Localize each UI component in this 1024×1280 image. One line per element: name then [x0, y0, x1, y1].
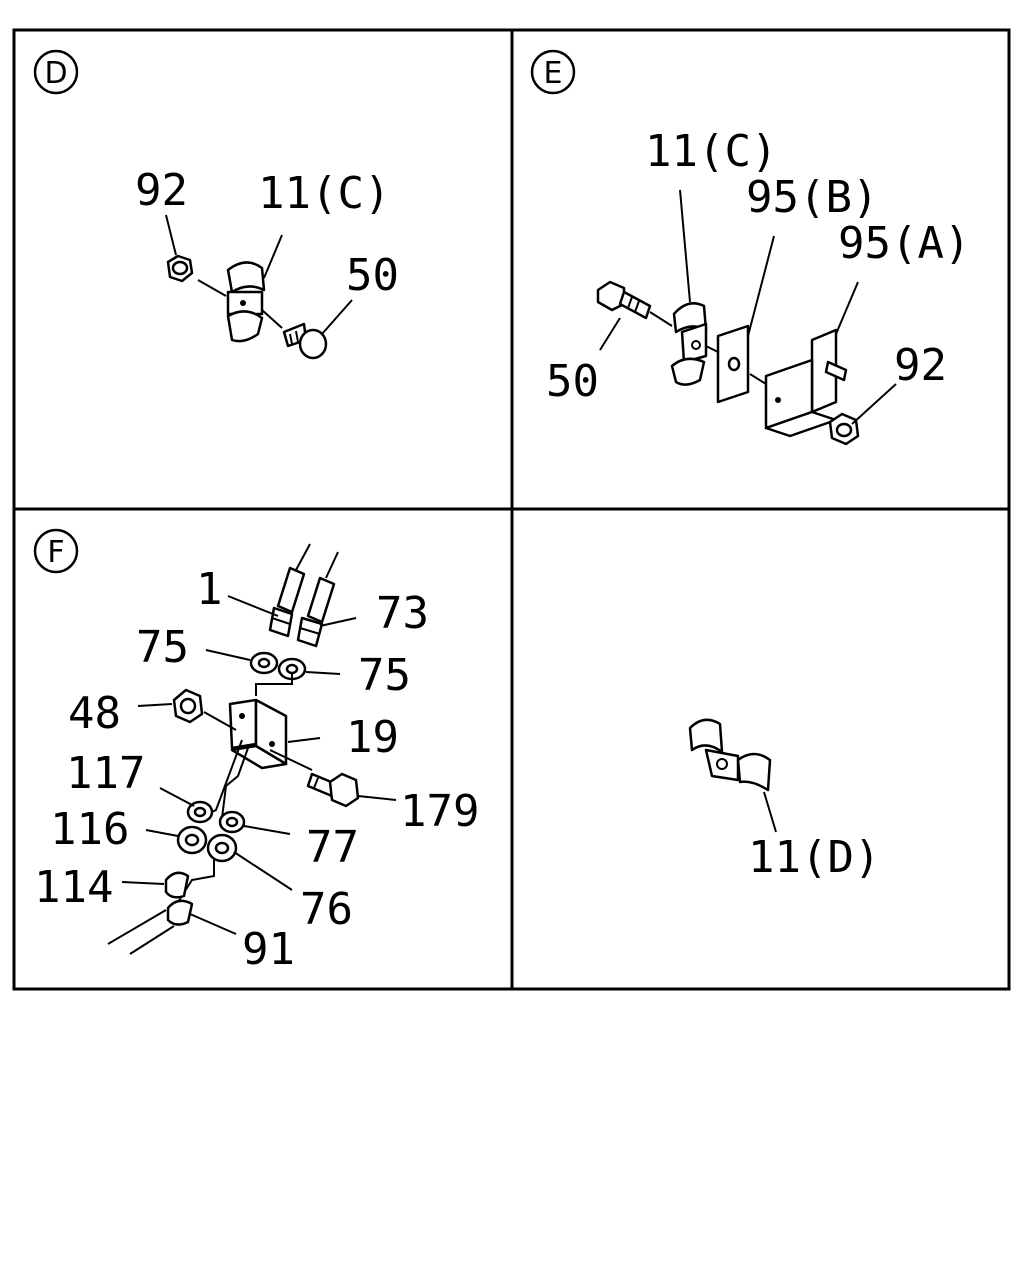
label-76: 76: [300, 884, 353, 935]
label-92: 92: [135, 165, 188, 216]
panel-e-badge-circle: [530, 49, 576, 95]
nut-116-part: [176, 825, 208, 855]
label-11c-e: 11(C): [645, 126, 777, 177]
label-11d: 11(D): [748, 832, 880, 883]
nut-92e-part: [828, 412, 860, 446]
panel-f-badge: F: [47, 535, 64, 570]
label-1: 1: [196, 564, 223, 615]
bracket-19-part: [228, 698, 288, 770]
bolt-50-part: [282, 322, 328, 360]
panel-d-badge-circle: [33, 49, 79, 95]
label-11c: 11(C): [258, 168, 390, 219]
bolt-50e-part: [596, 280, 652, 320]
fitting-73-part: [296, 576, 336, 648]
label-50: 50: [346, 250, 399, 301]
label-77: 77: [306, 822, 359, 873]
label-92-e: 92: [894, 340, 947, 391]
label-95b: 95(B): [746, 172, 878, 223]
bracket-95a-part: [764, 328, 848, 438]
label-73: 73: [376, 588, 429, 639]
label-50-e: 50: [546, 356, 599, 407]
clip-11d-part: [688, 718, 772, 792]
panel-e: E: [530, 49, 970, 446]
label-117: 117: [66, 748, 145, 799]
plate-95b-part: [716, 324, 750, 404]
panel-d-badge: D: [44, 56, 67, 91]
label-48: 48: [68, 688, 121, 739]
clip-11c-e-part: [670, 302, 708, 386]
fitting-1-part: [268, 566, 306, 638]
label-75b: 75: [358, 650, 411, 701]
panel-d: D 92 11(C) 50: [33, 49, 399, 360]
label-91: 91: [242, 924, 295, 975]
label-179: 179: [400, 786, 479, 837]
fitting-114-part: [164, 871, 190, 899]
label-114: 114: [34, 862, 113, 913]
nut-48-part: [172, 688, 204, 724]
label-116: 116: [50, 804, 129, 855]
panel-e-badge: E: [544, 56, 563, 91]
panel-f-badge-circle: [33, 528, 79, 574]
label-95a: 95(A): [838, 218, 970, 269]
nut-76-part: [206, 833, 238, 863]
bolt-179-part: [306, 772, 360, 808]
clip-11c-part: [226, 261, 266, 343]
panel-g: 11(D): [688, 718, 880, 883]
label-75a: 75: [136, 622, 189, 673]
nut-92-part: [166, 254, 194, 283]
fitting-91-part: [166, 899, 194, 926]
label-19: 19: [346, 712, 399, 763]
panel-f: F: [33, 528, 479, 975]
